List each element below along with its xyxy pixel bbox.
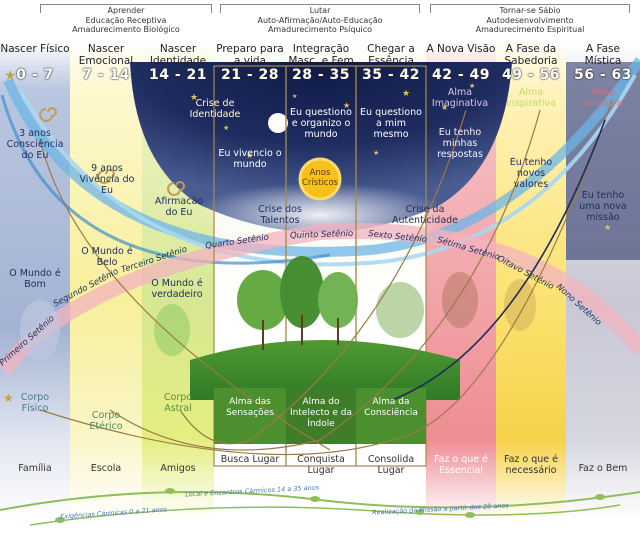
stars: ★ ★ ★ ★ ★ ★ ★ ★ ★ ★ ★ ★: [3, 68, 611, 405]
age-range-6: 35 - 42: [361, 67, 421, 83]
bottom-amigos: Amigos: [160, 463, 196, 474]
svg-text:★: ★: [469, 82, 475, 90]
moon-icon: [268, 113, 288, 133]
age-range-5: 28 - 35: [291, 67, 351, 83]
alma-consciencia: Alma da Consciência: [364, 397, 418, 418]
svg-text:★: ★: [343, 101, 350, 110]
bottom-essencial: Faz o que é Essencial: [433, 454, 488, 476]
note-crise-talentos: Crise dos Talentos: [258, 204, 302, 226]
col-title-9: A Fase Mística: [584, 43, 622, 67]
bottom-consolida: Consolida Lugar: [367, 454, 415, 476]
setenio-arc: [0, 223, 640, 375]
bottom-bem: Faz o Bem: [578, 463, 628, 474]
vine-leaves: [55, 488, 605, 523]
age-range-1: 0 - 7: [16, 67, 54, 83]
corpo-fisico: Corpo Físico: [20, 392, 50, 414]
age-range-2: 7 - 14: [82, 67, 130, 83]
age-range-3: 14 - 21: [148, 67, 208, 83]
group-sabio: Tornar-se Sábio Autodesenvolvimento Amad…: [430, 4, 630, 40]
col-title-4: Preparo para a vida: [216, 43, 284, 67]
vine-1: [0, 491, 640, 511]
note-crise-identidade: Crise de Identidade: [189, 98, 241, 120]
svg-text:★: ★: [373, 149, 379, 157]
age-range-8: 49 - 56: [501, 67, 561, 83]
col-title-2: Nascer Emocional: [78, 43, 134, 67]
col-title-1: Nascer Físico: [0, 43, 70, 55]
note-mundo-bom: O Mundo é Bom: [9, 268, 61, 290]
connector-arrows: [39, 99, 613, 456]
note-anos-cristicos: Anos Crísticos: [301, 168, 339, 188]
alma-intelecto: Alma do Intelecto e da Índole: [290, 397, 352, 429]
vine-2: [29, 504, 621, 526]
svg-text:★: ★: [402, 89, 410, 99]
soul-box-3: [356, 388, 426, 444]
corpo-astral: Corpo Astral: [163, 392, 193, 414]
col-title-3: Nascer Identidade: [149, 43, 207, 67]
note-nova-missao: Eu tenho uma nova missão: [579, 190, 627, 223]
svg-text:★: ★: [3, 391, 14, 405]
note-mundo-belo: O Mundo é Belo: [81, 246, 133, 268]
frame-col-6: [355, 65, 427, 467]
note-afirmacao: Afirmacão do Eu: [154, 196, 204, 218]
bottom-necessario: Faz o que é necessário: [503, 454, 558, 476]
navy-arrow: [391, 119, 606, 401]
svg-text:★: ★: [190, 93, 198, 103]
night-right-band: [566, 62, 640, 260]
hill: [190, 340, 460, 400]
soul-box-2: [286, 388, 356, 444]
col-title-8: A Fase da Sabedoria: [504, 43, 558, 67]
svg-text:★: ★: [246, 151, 253, 160]
col-title-7: A Nova Visão: [426, 43, 496, 55]
bottom-familia: Família: [18, 463, 52, 474]
alma-imaginativa: Alma Imaginativa: [431, 87, 489, 109]
group-lutar: Lutar Auto-Afirmação/Auto-Educação Amadu…: [220, 4, 420, 40]
note-crise-autenticidade: Crise da Autenticidade: [391, 204, 459, 226]
note-questiono-mim: Eu questiono a mim mesmo: [360, 107, 422, 140]
spiral-icons: [39, 107, 185, 196]
alma-sensacoes: Alma das Sensações: [226, 397, 274, 418]
corpo-eterico: Corpo Etérico: [89, 410, 123, 432]
night-sky: [130, 62, 512, 233]
blue-arc-1: [3, 57, 640, 257]
col-title-6: Chegar a Essência: [367, 43, 415, 67]
note-mundo-verdadeiro: O Mundo é verdadeiro: [151, 278, 203, 300]
alma-inspirativa: Alma Inspirativa: [506, 87, 556, 109]
svg-text:★: ★: [292, 93, 297, 100]
svg-text:★: ★: [223, 124, 229, 132]
age-range-7: 42 - 49: [431, 67, 491, 83]
trees: [20, 256, 536, 360]
alma-intuitiva: Alma Intuitiva: [583, 87, 623, 109]
column-bg-2: [70, 0, 142, 536]
note-questiono-organizo: Eu questiono e organizo o mundo: [290, 107, 352, 140]
age-range-4: 21 - 28: [220, 67, 280, 83]
group-aprender: Aprender Educação Receptiva Amadurecimen…: [40, 4, 212, 40]
note-vivencio: Eu vivencio o mundo: [218, 148, 282, 170]
bottom-busca: Busca Lugar: [220, 454, 280, 465]
bottom-conquista: Conquista Lugar: [297, 454, 345, 476]
svg-text:★: ★: [441, 103, 448, 112]
note-3-anos: 3 anos Consciência do Eu: [6, 128, 64, 161]
svg-text:★: ★: [604, 223, 611, 232]
blue-arc-2: [18, 74, 637, 267]
bottom-escola: Escola: [90, 463, 122, 474]
sun-icon: [298, 157, 342, 201]
note-9-anos: 9 anos Vivência do Eu: [79, 163, 135, 196]
note-novos-valores: Eu tenho novos valores: [509, 157, 553, 190]
blue-arc-3: [0, 94, 331, 265]
note-minhas-respostas: Eu tenho minhas respostas: [437, 127, 483, 160]
age-range-9: 56 - 63: [573, 67, 633, 83]
col-title-5: Integração Masc. e Fem: [288, 43, 354, 67]
